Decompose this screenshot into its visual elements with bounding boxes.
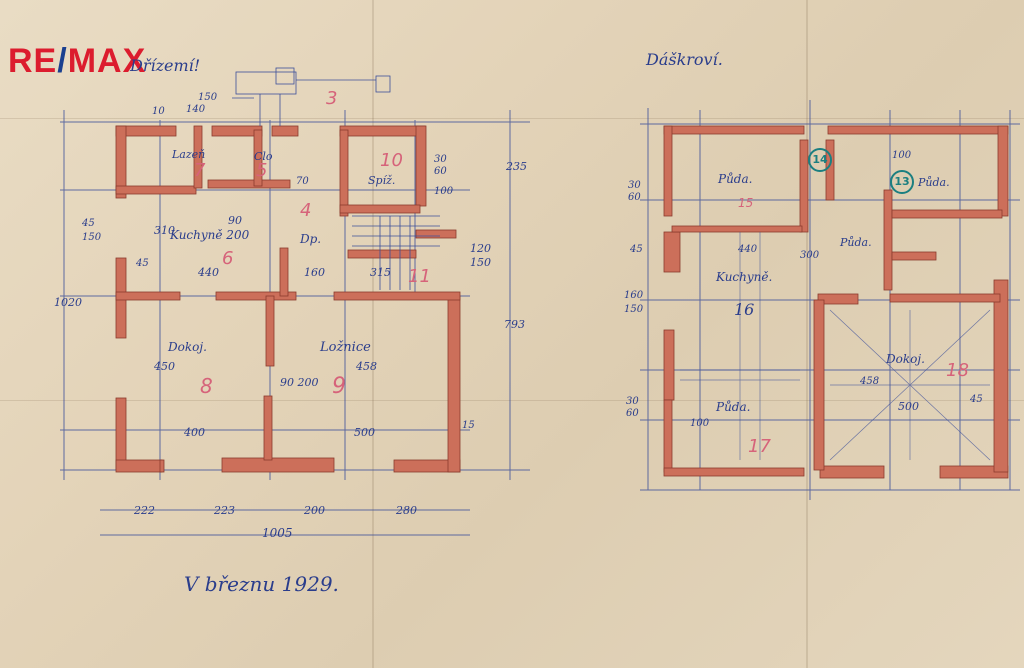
dimension-label: 160 [624,290,644,301]
dimension-label: 1005 [262,526,293,540]
dimension-label: 150 [470,256,491,269]
dimension-label: 30 [626,396,639,407]
dimension-label: 400 [184,426,205,439]
room-number: 6 [222,248,234,269]
dimension-label: 90 [228,214,242,227]
dimension-label: 45 [82,218,95,229]
dimension-label: 160 [304,266,325,279]
room-label: Ložnice [320,340,371,355]
room-circle-marker: 14 [808,148,832,172]
dimension-label: 300 [800,250,820,261]
dimension-label: 45 [630,244,643,255]
dimension-label: 1020 [54,296,82,309]
room-number: 18 [946,360,969,381]
room-circle-marker: 13 [890,170,914,194]
room-number: 16 [734,300,755,319]
room-number: 7 [194,160,206,181]
room-number: 17 [748,436,771,457]
room-label: Lazeň [172,148,206,161]
dimension-label: 440 [198,266,219,279]
dimension-label: 30 [628,180,641,191]
dimension-label: 45 [136,258,149,269]
dimension-label: 150 [198,92,218,103]
room-label: Kuchyně. [716,270,773,284]
dimension-label: 500 [898,400,919,413]
room-label: Spíž. [368,174,396,187]
attic-title: Dáškroví. [646,50,723,69]
dimension-label: 15 [462,420,475,431]
room-label: Dokoj. [886,352,925,366]
room-number: 4 [300,200,312,221]
dimension-label: 223 [214,504,235,517]
dimension-label: 793 [504,318,525,331]
room-number: 5 [256,160,268,181]
room-number: 10 [380,150,403,171]
dimension-label: 45 [970,394,983,405]
drawing-date: V březnu 1929. [184,572,339,596]
remax-logo: RE/MAX [8,42,147,80]
room-label: Kuchyně 200 [170,228,250,242]
dimension-label: 30 [434,154,447,165]
paper-fold-horizontal [0,118,1024,119]
dimension-label: 120 [470,242,491,255]
dimension-label: 222 [134,504,155,517]
room-number: 15 [738,196,754,210]
dimension-label: 458 [860,376,880,387]
dimension-label: 70 [296,176,309,187]
dimension-label: 235 [506,160,527,173]
room-label: Půda. [840,236,872,249]
paper-fold-vertical [806,0,808,668]
dimension-label: 310 [154,224,175,237]
dimension-label: 500 [354,426,375,439]
dimension-label: 150 [82,232,102,243]
paper-fold-vertical [372,0,374,668]
room-label: Clo [254,150,273,163]
dimension-label: 100 [434,186,454,197]
room-label: Půda. [716,400,751,414]
dimension-label: 60 [628,192,641,203]
room-label: Dp. [300,232,322,246]
room-number: 3 [326,88,338,109]
room-number: 8 [200,374,213,398]
ground-floor-title: Dřízemí! [130,56,201,75]
room-label: Půda. [918,176,950,189]
dimension-label: 458 [356,360,377,373]
dimension-label: 150 [624,304,644,315]
dimension-label: 60 [434,166,447,177]
room-number: 9 [332,374,346,399]
dimension-label: 200 [304,504,325,517]
dimension-label: 100 [892,150,912,161]
dimension-label: 90 200 [280,376,319,389]
dimension-label: 100 [690,418,710,429]
room-label: Dokoj. [168,340,207,354]
paper-fold-horizontal [0,400,1024,401]
dimension-label: 280 [396,504,417,517]
dimension-label: 440 [738,244,758,255]
dimension-label: 10 [152,106,165,117]
dimension-label: 60 [626,408,639,419]
dimension-label: 140 [186,104,206,115]
dimension-label: 450 [154,360,175,373]
room-number: 11 [408,266,431,287]
dimension-label: 315 [370,266,391,279]
room-label: Půda. [718,172,753,186]
